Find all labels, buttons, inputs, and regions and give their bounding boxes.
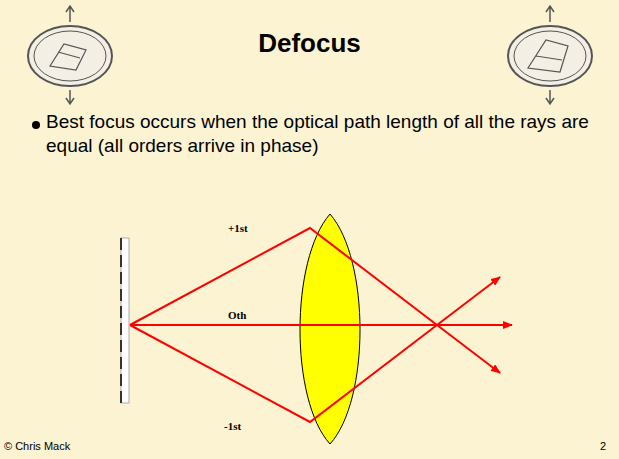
lens <box>300 214 360 444</box>
bullet-text: Best focus occurs when the optical path … <box>46 110 606 158</box>
slide-title: Defocus <box>0 28 619 59</box>
corner-ornament <box>28 6 112 104</box>
corner-ornament <box>508 6 592 104</box>
order-label: +1st <box>228 222 248 234</box>
order-label: -1st <box>224 420 241 432</box>
bullet-dot <box>32 121 40 129</box>
light-rays <box>130 228 512 422</box>
order-label: Oth <box>228 309 246 321</box>
page-number: 2 <box>600 440 606 452</box>
copyright: © Chris Mack <box>4 440 70 452</box>
mask <box>121 238 129 403</box>
